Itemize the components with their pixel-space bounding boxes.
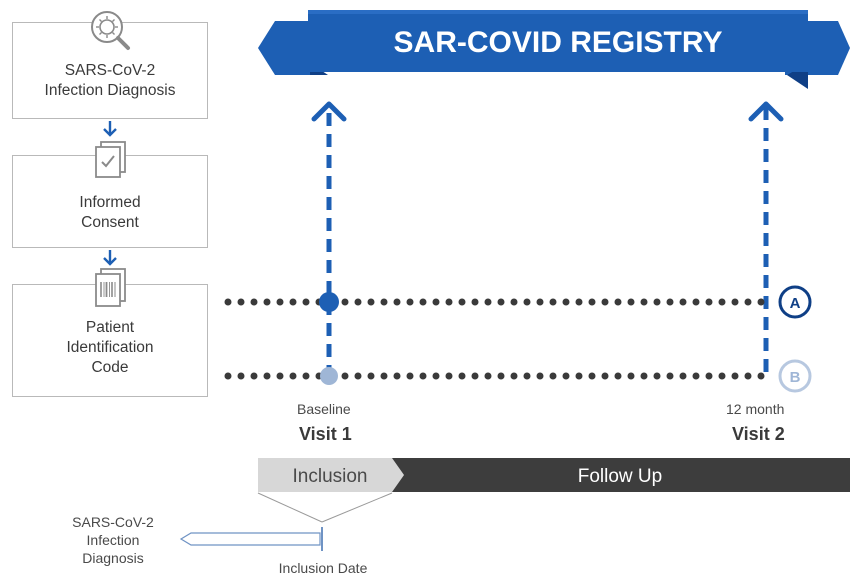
down-arrow-icon xyxy=(103,121,117,137)
track-a-label: A xyxy=(790,295,801,312)
virus-magnifier-icon xyxy=(91,11,130,50)
step-label: Informed Consent xyxy=(79,194,141,231)
track-b-label: B xyxy=(790,369,801,386)
timeline-end-label: Inclusion Date xyxy=(278,560,368,576)
step-patient-identification-code: Patient Identification Code xyxy=(12,268,208,397)
banner-left-ribbon xyxy=(258,21,310,75)
down-arrow-icon xyxy=(103,250,117,266)
visit2-arrowhead xyxy=(748,101,784,122)
inclusion-label: Inclusion xyxy=(293,466,368,487)
visit2-caption: 12 month xyxy=(726,401,785,417)
followup-label: Follow Up xyxy=(578,466,662,487)
step-informed-consent: Informed Consent xyxy=(12,141,208,248)
timeline-start-label: SARS-CoV-2 Infection Diagnosis xyxy=(72,514,154,566)
visit1-caption: Baseline xyxy=(297,401,351,417)
track-b-baseline-dot xyxy=(320,367,338,385)
step-label: SARS-CoV-2 Infection Diagnosis xyxy=(44,62,176,99)
visit1-arrowhead xyxy=(311,101,347,122)
registry-title: SAR-COVID REGISTRY xyxy=(394,26,723,59)
inclusion-phase xyxy=(258,458,404,492)
track-a-baseline-dot xyxy=(319,292,339,312)
funnel-left-line xyxy=(257,492,323,523)
track-a-badge xyxy=(778,285,812,319)
track-b-badge xyxy=(778,359,812,393)
followup-phase xyxy=(392,458,850,492)
checked-document-icon xyxy=(95,141,126,178)
banner-main xyxy=(308,10,808,72)
funnel-right-line xyxy=(321,492,393,523)
timeline-arrow xyxy=(179,532,321,546)
visit1-title: Visit 1 xyxy=(299,424,352,444)
step-infection-diagnosis: SARS-CoV-2 Infection Diagnosis xyxy=(12,11,208,119)
barcode-document-icon xyxy=(95,268,126,307)
visit2-title: Visit 2 xyxy=(732,424,785,444)
step-label: Patient Identification Code xyxy=(66,319,154,376)
